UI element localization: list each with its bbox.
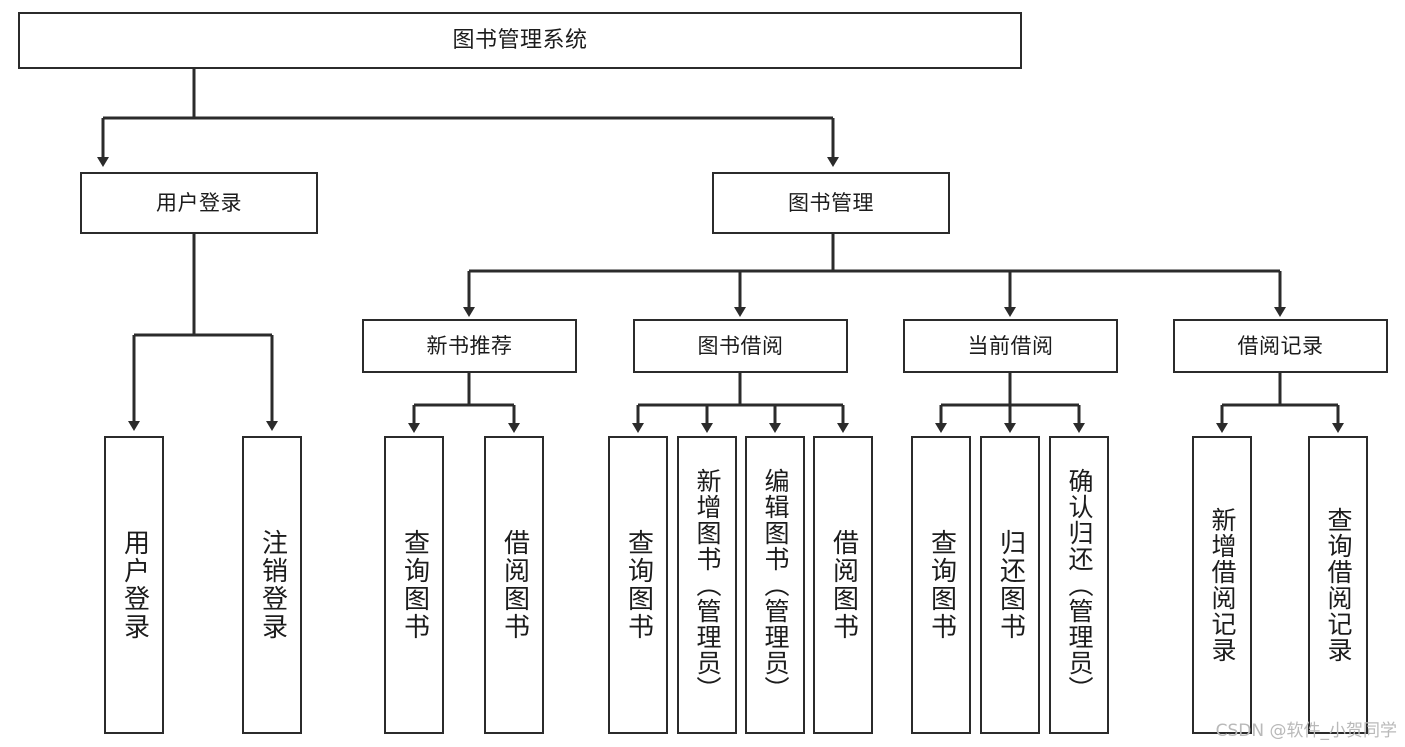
leaf-edit-book-admin[interactable]: 编辑图书（管理员） <box>745 436 805 734</box>
node-label: 新书推荐 <box>426 333 513 358</box>
node-label: 查询图书 <box>399 529 430 641</box>
node-label: 注销登录 <box>257 529 288 641</box>
node-label: 查询图书 <box>926 529 957 641</box>
leaf-query-book-borrow[interactable]: 查询图书 <box>608 436 668 734</box>
leaf-add-book-admin[interactable]: 新增图书（管理员） <box>677 436 737 734</box>
node-new-book-recommendation[interactable]: 新书推荐 <box>362 319 577 373</box>
leaf-return-book[interactable]: 归还图书 <box>980 436 1040 734</box>
node-label: 查询图书 <box>623 529 654 641</box>
node-label: 图书借阅 <box>697 333 784 358</box>
node-book-borrowing[interactable]: 图书借阅 <box>633 319 848 373</box>
leaf-query-borrow-record[interactable]: 查询借阅记录 <box>1308 436 1368 734</box>
node-label: 新增借阅记录 <box>1208 507 1237 663</box>
node-current-borrowing[interactable]: 当前借阅 <box>903 319 1118 373</box>
node-label: 新增图书（管理员） <box>693 468 722 702</box>
csdn-watermark: CSDN @软件_小贺同学 <box>1215 721 1397 741</box>
node-label: 当前借阅 <box>967 333 1054 358</box>
leaf-user-login[interactable]: 用户登录 <box>104 436 164 734</box>
node-label: 编辑图书（管理员） <box>761 468 790 702</box>
leaf-query-book-new[interactable]: 查询图书 <box>384 436 444 734</box>
node-label: 借阅图书 <box>828 529 859 641</box>
node-label: 借阅图书 <box>499 529 530 641</box>
node-label: 用户登录 <box>156 190 242 215</box>
leaf-borrow-book-new[interactable]: 借阅图书 <box>484 436 544 734</box>
leaf-borrow-book[interactable]: 借阅图书 <box>813 436 873 734</box>
leaf-query-book-current[interactable]: 查询图书 <box>911 436 971 734</box>
node-label: 确认归还（管理员） <box>1065 468 1094 702</box>
leaf-confirm-return-admin[interactable]: 确认归还（管理员） <box>1049 436 1109 734</box>
node-label: 图书管理系统 <box>452 27 588 53</box>
node-label: 归还图书 <box>995 529 1026 641</box>
node-user-login[interactable]: 用户登录 <box>80 172 318 234</box>
node-root-book-management-system[interactable]: 图书管理系统 <box>18 12 1022 69</box>
node-label: 查询借阅记录 <box>1324 507 1353 663</box>
node-borrowing-record[interactable]: 借阅记录 <box>1173 319 1388 373</box>
node-label: 借阅记录 <box>1237 333 1324 358</box>
node-label: 用户登录 <box>119 529 150 641</box>
leaf-add-borrow-record[interactable]: 新增借阅记录 <box>1192 436 1252 734</box>
node-label: 图书管理 <box>788 190 874 215</box>
leaf-logout[interactable]: 注销登录 <box>242 436 302 734</box>
node-book-management[interactable]: 图书管理 <box>712 172 950 234</box>
